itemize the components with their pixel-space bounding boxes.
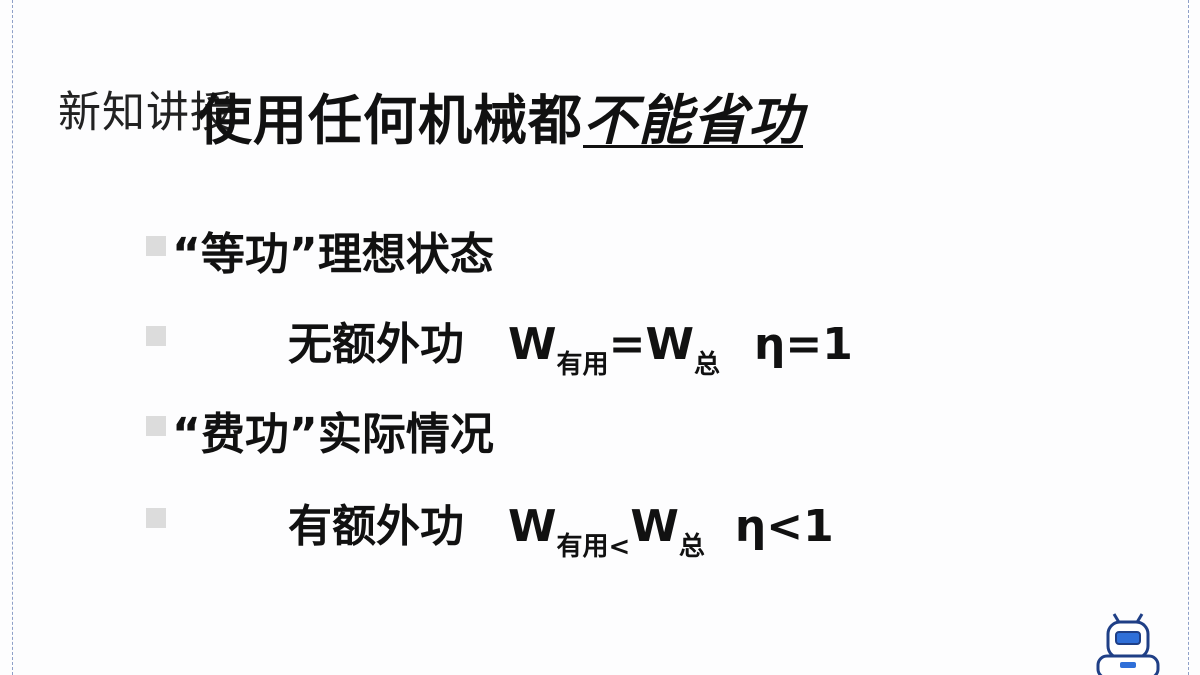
bullet-square-icon (146, 508, 166, 528)
bullet-square-icon (146, 236, 166, 256)
formula-sub2: 总 (693, 350, 720, 380)
bullet-square-icon (146, 326, 166, 346)
formula-operator: = (608, 319, 646, 370)
formula-efficiency: η=1 (754, 319, 853, 370)
section-label: 新知讲授 (58, 88, 234, 138)
formula-w2: W (630, 501, 679, 552)
title-main: 使用任何机械都 (198, 89, 583, 152)
slide-title: 使用任何机械都不能省功 (198, 76, 803, 155)
formula-label: 有额外功 (288, 501, 464, 552)
formula-sub1: 有用< (556, 532, 631, 562)
slide-border-right (1188, 0, 1189, 675)
robot-icon (1096, 613, 1160, 675)
formula-w2: W (645, 319, 694, 370)
formula-sub1: 有用 (556, 350, 609, 380)
formula-label: 无额外功 (288, 319, 464, 370)
formula-w1: W (508, 319, 557, 370)
slide-border-left (12, 0, 13, 675)
title-emphasis: 不能省功 (583, 89, 803, 152)
row-heading: “费功”实际情况 (172, 409, 494, 460)
formula-sub2: 总 (678, 532, 705, 562)
bullet-square-icon (146, 416, 166, 436)
formula-efficiency: η<1 (734, 501, 834, 552)
formula-w1: W (508, 501, 557, 552)
row-heading: “等功”理想状态 (172, 229, 494, 280)
